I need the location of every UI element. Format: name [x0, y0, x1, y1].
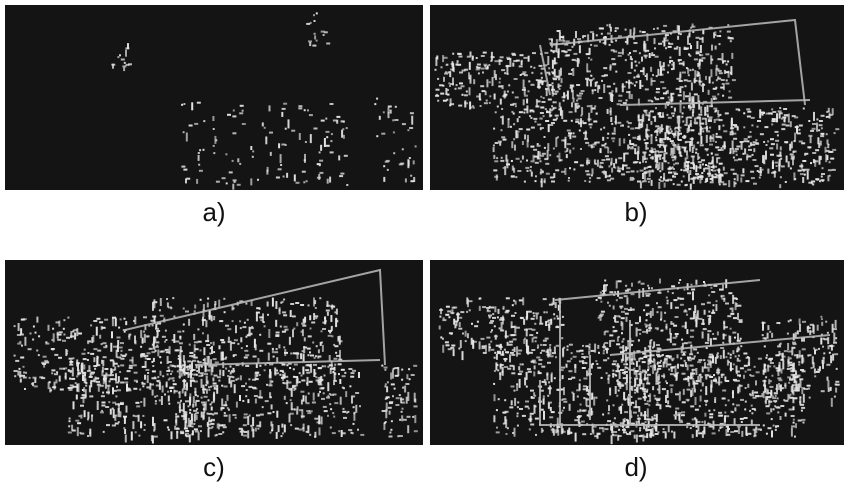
panel-c-image [5, 260, 423, 445]
panel-b-canvas [434, 18, 840, 190]
panel-b-image [430, 5, 844, 190]
panel-c-dots [13, 297, 418, 444]
caption-c: c) [203, 452, 225, 482]
caption-d: d) [624, 452, 648, 482]
panel-c-traces [124, 268, 386, 366]
panel-b-dots [434, 23, 840, 190]
panel-a-dots [111, 12, 417, 190]
caption-a: a) [202, 197, 226, 227]
panel-a-canvas [111, 12, 417, 190]
panel-c-canvas [13, 268, 418, 444]
panel-d-traces [539, 279, 831, 426]
caption-b: b) [624, 197, 648, 227]
panel-d-image [430, 260, 844, 445]
panel-a-image [5, 5, 423, 190]
panel-d-dots [438, 278, 840, 445]
panel-d-canvas [438, 278, 840, 445]
panel-b-traces [539, 18, 811, 106]
